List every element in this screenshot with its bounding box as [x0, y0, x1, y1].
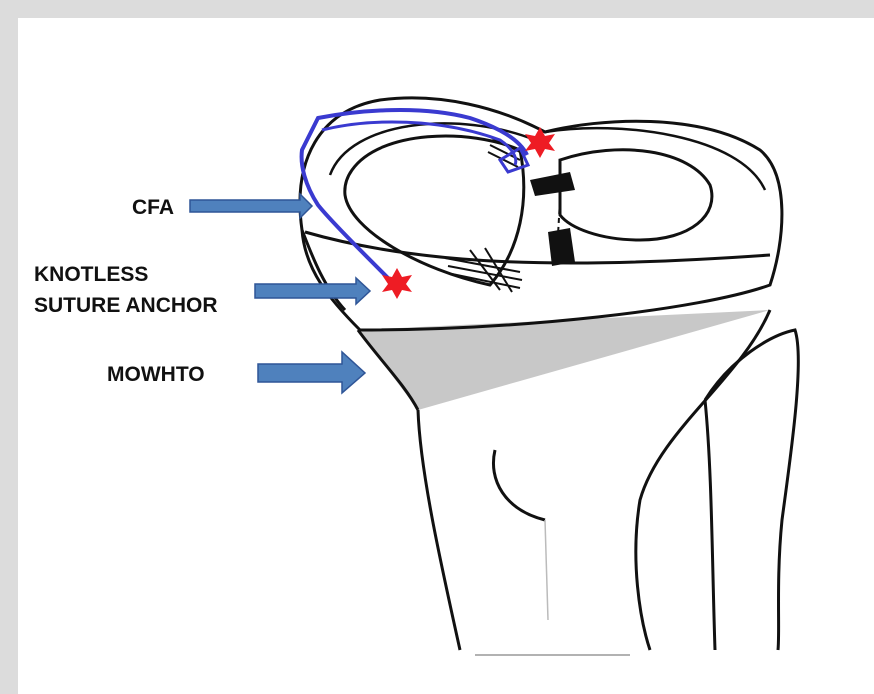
- osteotomy-label: MOWHTO: [107, 362, 205, 388]
- tibial-shaft-lateral: [636, 310, 770, 650]
- pointer-arrow-icon: [258, 352, 365, 393]
- anchor-label-line1: KNOTLESS: [34, 262, 148, 288]
- tubercle-guide: [545, 520, 548, 620]
- frame-left-border: [0, 0, 18, 694]
- tibial-shaft-medial: [418, 410, 460, 650]
- fibula-inner-edge: [705, 400, 715, 650]
- fibula-outline: [705, 330, 798, 650]
- pointer-arrow-icon: [190, 194, 312, 218]
- anchor-star-icon: [382, 268, 412, 299]
- lateral-root-hatch: [530, 172, 575, 266]
- anchor-label-line2: SUTURE ANCHOR: [34, 293, 218, 319]
- tubercle-curve: [493, 450, 545, 520]
- cfa-graft-inner: [322, 122, 516, 165]
- tibia-drawing: [18, 18, 874, 694]
- cfa-label: CFA: [132, 195, 174, 221]
- illustration-canvas: [18, 18, 874, 694]
- pointer-arrow-icon: [255, 278, 370, 304]
- lateral-meniscus: [560, 150, 712, 240]
- frame-top-border: [0, 0, 874, 18]
- cfa-graft-path: [302, 110, 527, 282]
